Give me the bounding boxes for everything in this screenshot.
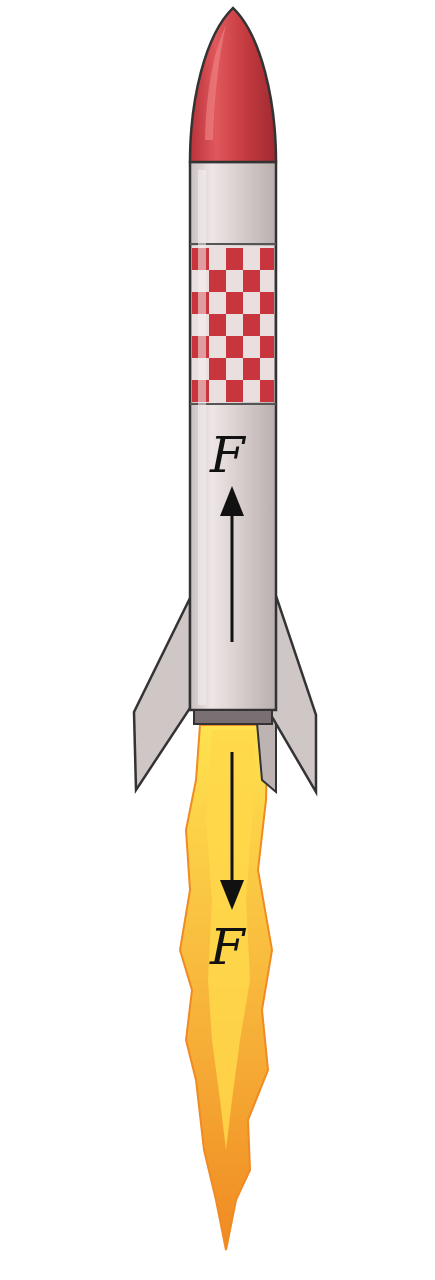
exhaust-flame-core: [206, 730, 256, 1150]
rocket-fin-left: [132, 597, 192, 795]
upward-force-label: F: [210, 426, 245, 484]
upward-force-arrow: [220, 486, 244, 642]
downward-force-label: F: [210, 918, 245, 976]
rocket-nozzle: [193, 709, 273, 725]
downward-force-arrow: [220, 752, 244, 910]
rocket-nose-cone: [188, 6, 278, 164]
